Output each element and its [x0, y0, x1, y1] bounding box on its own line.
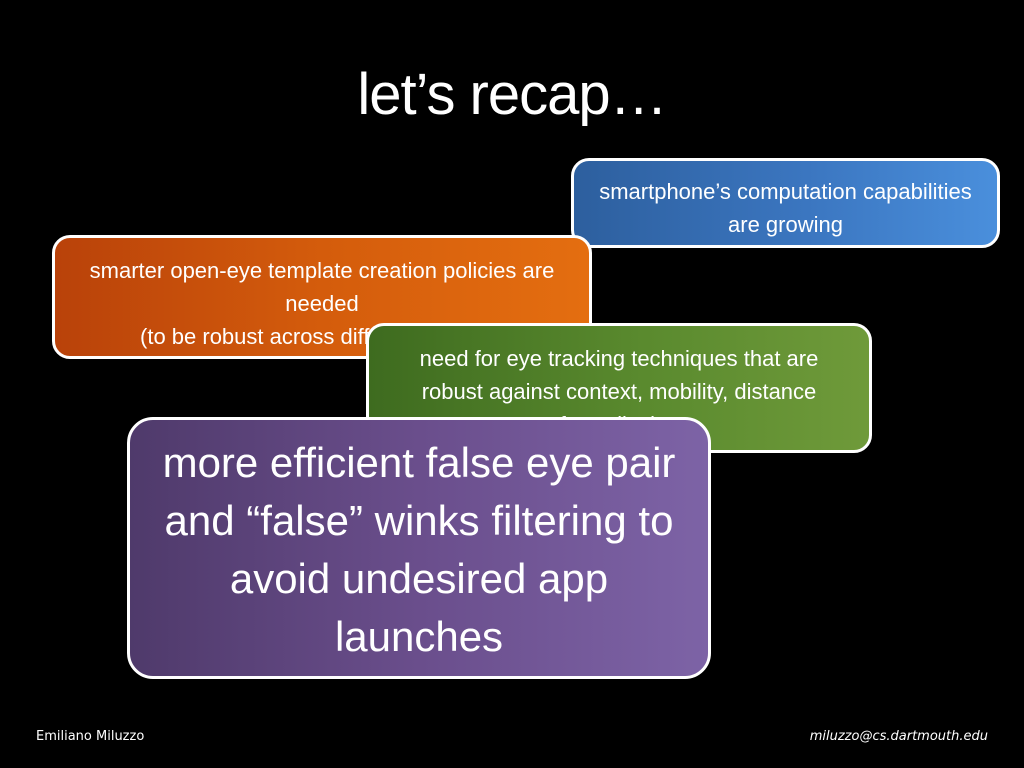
callout-text-line: smartphone’s computation capabilities — [599, 179, 972, 204]
callout-text-line: more efficient false eye pair — [162, 439, 676, 486]
callout-text-line: robust against context, mobility, distan… — [421, 379, 817, 404]
callout-text-line: and “false” winks filtering to — [164, 497, 674, 544]
slide-title: let’s recap… — [357, 62, 667, 127]
callout-false-wink-filtering: more efficient false eye pair and “false… — [127, 417, 711, 679]
callout-computation-capabilities: smartphone’s computation capabilities ar… — [571, 158, 1000, 248]
callout-text-line: smarter open-eye template creation polic… — [89, 258, 555, 283]
callout-text-line: need for eye tracking techniques that ar… — [419, 346, 819, 371]
footer-author: Emiliano Miluzzo — [36, 729, 145, 744]
footer-email: miluzzo@cs.dartmouth.edu — [809, 729, 988, 744]
callout-text-line: launches — [334, 613, 504, 660]
callout-text-line: needed — [285, 291, 359, 316]
callout-text-line: are growing — [728, 212, 843, 237]
callout-text-line: avoid undesired app — [229, 555, 609, 602]
